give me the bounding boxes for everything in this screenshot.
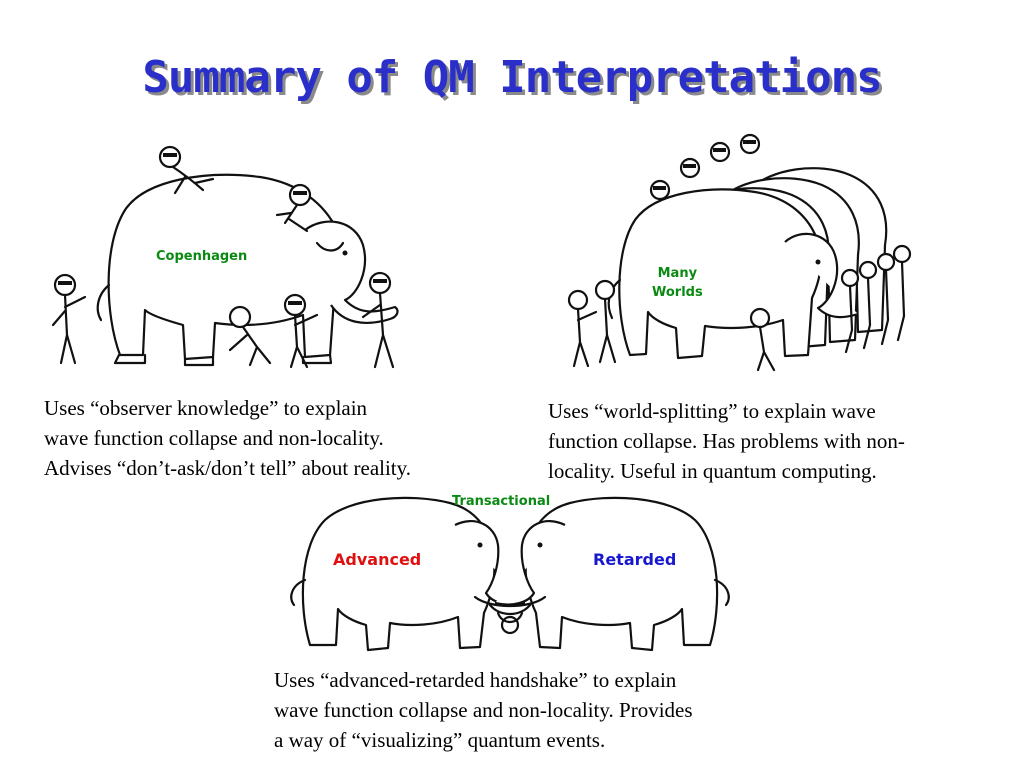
many-worlds-description-line-3: locality. Useful in quantum computing. [548, 459, 877, 483]
many-worlds-description: Uses “world-splitting” to explain wave f… [548, 396, 905, 486]
transactional-description: Uses “advanced-retarded handshake” to ex… [274, 665, 693, 755]
transactional-elephants-illustration [290, 496, 730, 652]
copenhagen-elephant-illustration [51, 145, 399, 369]
many-worlds-elephants-illustration [567, 133, 912, 372]
many-worlds-label: Many Worlds [652, 264, 703, 302]
transactional-description-line-1: Uses “advanced-retarded handshake” to ex… [274, 668, 677, 692]
transactional-description-line-2: wave function collapse and non-locality.… [274, 698, 693, 722]
retarded-label: Retarded [593, 550, 677, 569]
transactional-description-line-3: a way of “visualizing” quantum events. [274, 728, 606, 752]
transactional-label: Transactional [452, 494, 551, 509]
copenhagen-description-line-2: wave function collapse and non-locality. [44, 426, 384, 450]
many-worlds-description-line-2: function collapse. Has problems with non… [548, 429, 905, 453]
copenhagen-description-line-3: Advises “don’t-ask/don’t tell” about rea… [44, 456, 412, 480]
copenhagen-description-line-1: Uses “observer knowledge” to explain [44, 396, 368, 420]
advanced-label: Advanced [333, 550, 422, 569]
many-worlds-label-line-1: Many [657, 266, 698, 281]
many-worlds-label-line-2: Worlds [652, 285, 703, 300]
many-worlds-description-line-1: Uses “world-splitting” to explain wave [548, 399, 876, 423]
copenhagen-label: Copenhagen [156, 249, 248, 264]
slide-title: Summary of QM Interpretations [142, 52, 882, 103]
copenhagen-description: Uses “observer knowledge” to explain wav… [44, 393, 411, 483]
